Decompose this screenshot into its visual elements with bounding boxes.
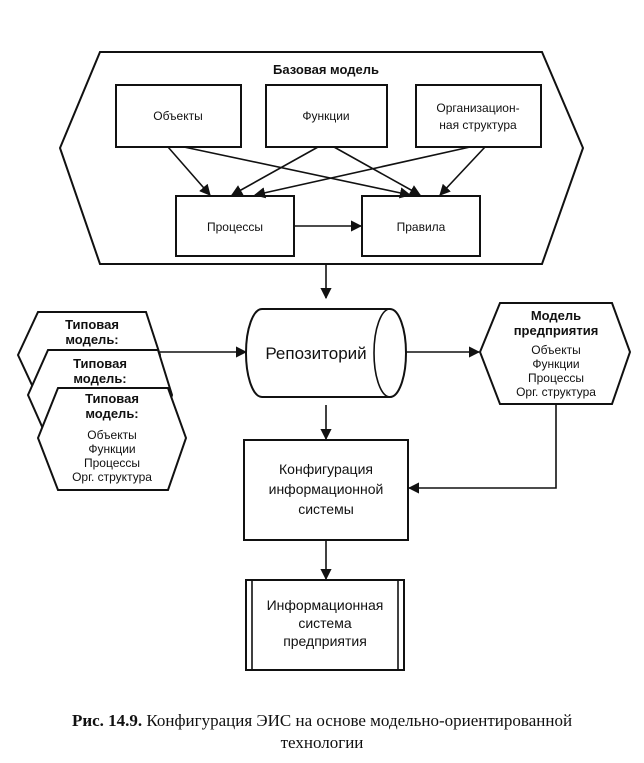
typical-model-front-title-line1: Типовая	[85, 391, 139, 406]
arrow-objects-to-processes	[167, 146, 211, 196]
functions-box	[265, 84, 388, 148]
enterprise-model-item: Функции	[532, 357, 579, 371]
arrow-objects-to-rules	[183, 146, 412, 199]
enterprise-model-item: Процессы	[528, 371, 584, 385]
information-system-label-line1: Информационная	[267, 597, 384, 613]
configuration-label-line2: информационной	[269, 481, 384, 497]
information-system-label-line3: предприятия	[283, 633, 367, 649]
rules-box	[361, 195, 481, 257]
configuration-label-line3: системы	[298, 501, 354, 517]
enterprise-model-item: Объекты	[531, 343, 581, 357]
typical-model-front	[36, 387, 188, 491]
typical-model-back-title-line2: модель:	[65, 332, 118, 347]
arrow-functions-to-processes	[231, 146, 319, 196]
objects-box	[115, 84, 242, 148]
org-structure-box	[415, 84, 542, 148]
enterprise-model-title-line1: Модель	[531, 308, 581, 323]
rules-label: Правила	[397, 220, 446, 234]
information-system-box	[245, 579, 405, 671]
repository-drum-edge	[373, 308, 391, 398]
typical-model-item: Функции	[88, 442, 135, 456]
typical-model-item: Объекты	[87, 428, 137, 442]
typical-model-item: Орг. структура	[72, 470, 152, 484]
configuration-label-line1: Конфигурация	[279, 461, 373, 477]
figure-caption: Рис. 14.9. Конфигурация ЭИС на основе мо…	[0, 710, 644, 754]
caption-figure-label: Рис. 14.9.	[71, 711, 143, 730]
org-structure-label-line1: Организацион-	[436, 101, 519, 115]
information-system-label-line2: система	[298, 615, 351, 631]
arrow-functions-to-rules	[333, 146, 421, 196]
typical-model-item: Процессы	[84, 456, 140, 470]
caption-text-line1: Конфигурация ЭИС на основе модельно-орие…	[146, 711, 573, 730]
processes-box	[175, 195, 295, 257]
arrow-enterprise-to-configuration	[407, 404, 557, 494]
arrow-org-to-rules	[439, 146, 486, 196]
objects-label: Объекты	[153, 109, 203, 123]
org-structure-label-line2: ная структура	[439, 118, 517, 132]
typical-model-back-title-line1: Типовая	[65, 317, 119, 332]
caption-text-line2: технологии	[280, 733, 364, 752]
arrow-org-to-processes	[253, 146, 471, 199]
enterprise-model-title-line2: предприятия	[514, 323, 599, 338]
processes-label: Процессы	[207, 220, 263, 234]
caption-line1: Рис. 14.9. Конфигурация ЭИС на основе мо…	[0, 710, 644, 732]
repository-label: Репозиторий	[265, 344, 366, 363]
typical-model-front-title-line2: модель:	[85, 406, 138, 421]
typical-model-middle-title-line1: Типовая	[73, 356, 127, 371]
typical-model-middle-title-line2: модель:	[73, 371, 126, 386]
base-model-container	[58, 51, 585, 265]
functions-label: Функции	[302, 109, 349, 123]
enterprise-model-item: Орг. структура	[516, 385, 596, 399]
base-model-title: Базовая модель	[273, 62, 379, 77]
